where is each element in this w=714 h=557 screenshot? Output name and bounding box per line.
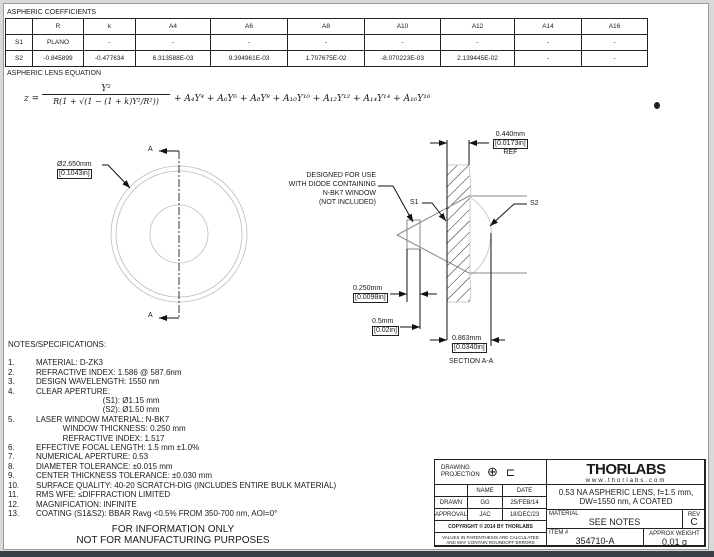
note-text: SURFACE QUALITY: 40-20 SCRATCH-DIG (INCL… xyxy=(36,480,337,490)
projection-target-icon: ⊕ xyxy=(487,464,498,479)
equation-numerator: Y² xyxy=(42,84,170,95)
note-item: WINDOW THICKNESS: 0.250 mm xyxy=(8,424,336,433)
drawing-projection: DRAWING PROJECTION ⊕ ⊏ xyxy=(434,459,547,485)
note-text: DIAMETER TOLERANCE: ±0.015 mm xyxy=(36,461,173,471)
window-thickness-dimension: 0.250mm[0.0098in] xyxy=(353,285,388,303)
note-text: DESIGN WAVELENGTH: 1550 nm xyxy=(36,377,160,387)
note-number xyxy=(8,434,36,443)
cursor-dot xyxy=(654,102,660,109)
s1-label: S1 xyxy=(410,199,419,206)
projection-cone-icon: ⊏ xyxy=(505,466,516,479)
coefficients-title: ASPHERIC COEFFICIENTS xyxy=(7,9,97,16)
note-number: 12. xyxy=(8,499,20,509)
note-item: 5. LASER WINDOW MATERIAL: N-BK7 xyxy=(8,415,336,424)
note-number: 5. xyxy=(8,414,15,424)
note-item: (S2): Ø1.50 mm xyxy=(8,405,336,414)
bottom-bar xyxy=(0,551,714,557)
note-item: 6. EFFECTIVE FOCAL LENGTH: 1.5 mm ±1.0% xyxy=(8,443,336,452)
note-number: 4. xyxy=(8,386,15,396)
diameter-dimension: Ø2.650mm[0.1043in] xyxy=(57,161,92,179)
note-number: 1. xyxy=(8,358,15,368)
note-number: 6. xyxy=(8,443,15,453)
note-number: 8. xyxy=(8,461,15,471)
note-number xyxy=(8,405,36,414)
note-item: 8. DIAMETER TOLERANCE: ±0.015 mm xyxy=(8,462,336,471)
section-marker-top: A xyxy=(148,146,153,153)
note-item: (S1): Ø1.15 mm xyxy=(8,396,336,405)
center-thickness-dimension: 0.863mm[0.0340in] xyxy=(452,335,487,353)
note-item: 7. NUMERICAL APERTURE: 0.53 xyxy=(8,452,336,461)
notes-title: NOTES/SPECIFICATIONS: xyxy=(8,340,107,349)
note-text: MAGNIFICATION: INFINITE xyxy=(36,499,137,509)
note-item: 9. CENTER THICKNESS TOLERANCE: ±0.030 mm xyxy=(8,471,336,480)
equation-denominator: R(1 + √(1 − (1 + k)Y²/R²)) xyxy=(53,97,159,106)
equation-lhs: z = xyxy=(24,94,40,104)
note-text: REFRACTIVE INDEX: 1.586 @ 587.6nm xyxy=(36,367,182,377)
s2-label: S2 xyxy=(530,200,539,207)
front-view xyxy=(102,148,248,321)
note-item: 3. DESIGN WAVELENGTH: 1550 nm xyxy=(8,377,336,386)
diameter-leader xyxy=(102,164,131,189)
note-number xyxy=(8,396,36,405)
ref-dimension: 0.440mm[0.0173in]REF xyxy=(493,131,528,156)
note-item: 10. SURFACE QUALITY: 40-20 SCRATCH-DIG (I… xyxy=(8,481,336,490)
note-text: LASER WINDOW MATERIAL: N-BK7 xyxy=(36,414,170,424)
section-view xyxy=(378,140,527,346)
note-item: 4. CLEAR APERTURE: xyxy=(8,387,336,396)
note-item: 1. MATERIAL: D-ZK3 xyxy=(8,358,336,367)
note-item: REFRACTIVE INDEX: 1.517 xyxy=(8,434,336,443)
note-number: 10. xyxy=(8,480,20,490)
notes-list: 1. MATERIAL: D-ZK3 2. REFRACTIVE INDEX: 1.5… xyxy=(8,358,336,518)
item-cell: ITEM #354710-A xyxy=(546,528,644,547)
note-number: 9. xyxy=(8,471,15,481)
note-number: 2. xyxy=(8,367,15,377)
equation-title: ASPHERIC LENS EQUATION xyxy=(7,70,102,77)
note-text: MATERIAL: D-ZK3 xyxy=(36,358,103,368)
note-number: 13. xyxy=(8,508,20,518)
note-number: 11. xyxy=(8,490,19,500)
section-marker-bottom: A xyxy=(148,312,153,319)
section-title: SECTION A-A xyxy=(449,358,494,365)
note-text: REFRACTIVE INDEX: 1.517 xyxy=(36,433,165,443)
note-text: (S1): Ø1.15 mm xyxy=(36,396,160,406)
note-number: 3. xyxy=(8,377,15,387)
note-number xyxy=(8,424,36,433)
note-text: EFFECTIVE FOCAL LENGTH: 1.5 mm ±1.0% xyxy=(36,443,200,453)
note-item: 12. MAGNIFICATION: INFINITE xyxy=(8,500,336,509)
note-item: 13. COATING (S1&S2): BBAR Ravg <0.5% FROM… xyxy=(8,509,336,518)
note-text: RMS WFE: ≤DIFFRACTION LIMITED xyxy=(36,490,171,500)
note-text: COATING (S1&S2): BBAR Ravg <0.5% FROM 35… xyxy=(36,508,278,518)
gap-dimension: 0.5mm[0.02in] xyxy=(372,318,399,336)
thorlabs-logo: THORLABS www.thorlabs.com xyxy=(546,459,706,485)
note-text: NUMERICAL APERTURE: 0.53 xyxy=(36,452,149,462)
title-block: DRAWING PROJECTION ⊕ ⊏ NAME DATE DRAWN G… xyxy=(434,459,706,547)
note-text: CLEAR APERTURE: xyxy=(36,386,111,396)
note-item: 11. RMS WFE: ≤DIFFRACTION LIMITED xyxy=(8,490,336,499)
part-description: 0.53 NA ASPHERIC LENS, f=1.5 mm, DW=1550… xyxy=(546,484,706,510)
note-text: (S2): Ø1.50 mm xyxy=(36,405,160,415)
note-text: CENTER THICKNESS TOLERANCE: ±0.030 mm xyxy=(36,471,212,481)
note-number: 7. xyxy=(8,452,15,462)
table-header-row: R k A4 A6 A8 A10 A12 A14 A16 xyxy=(5,18,648,35)
note-item: 2. REFRACTIVE INDEX: 1.586 @ 587.6nm xyxy=(8,368,336,377)
note-text: WINDOW THICKNESS: 0.250 mm xyxy=(36,424,186,434)
equation-terms: + A₄Y⁴ + A₆Y⁶ + A₈Y⁸ + A₁₀Y¹⁰ + A₁₂Y¹² +… xyxy=(174,94,431,104)
